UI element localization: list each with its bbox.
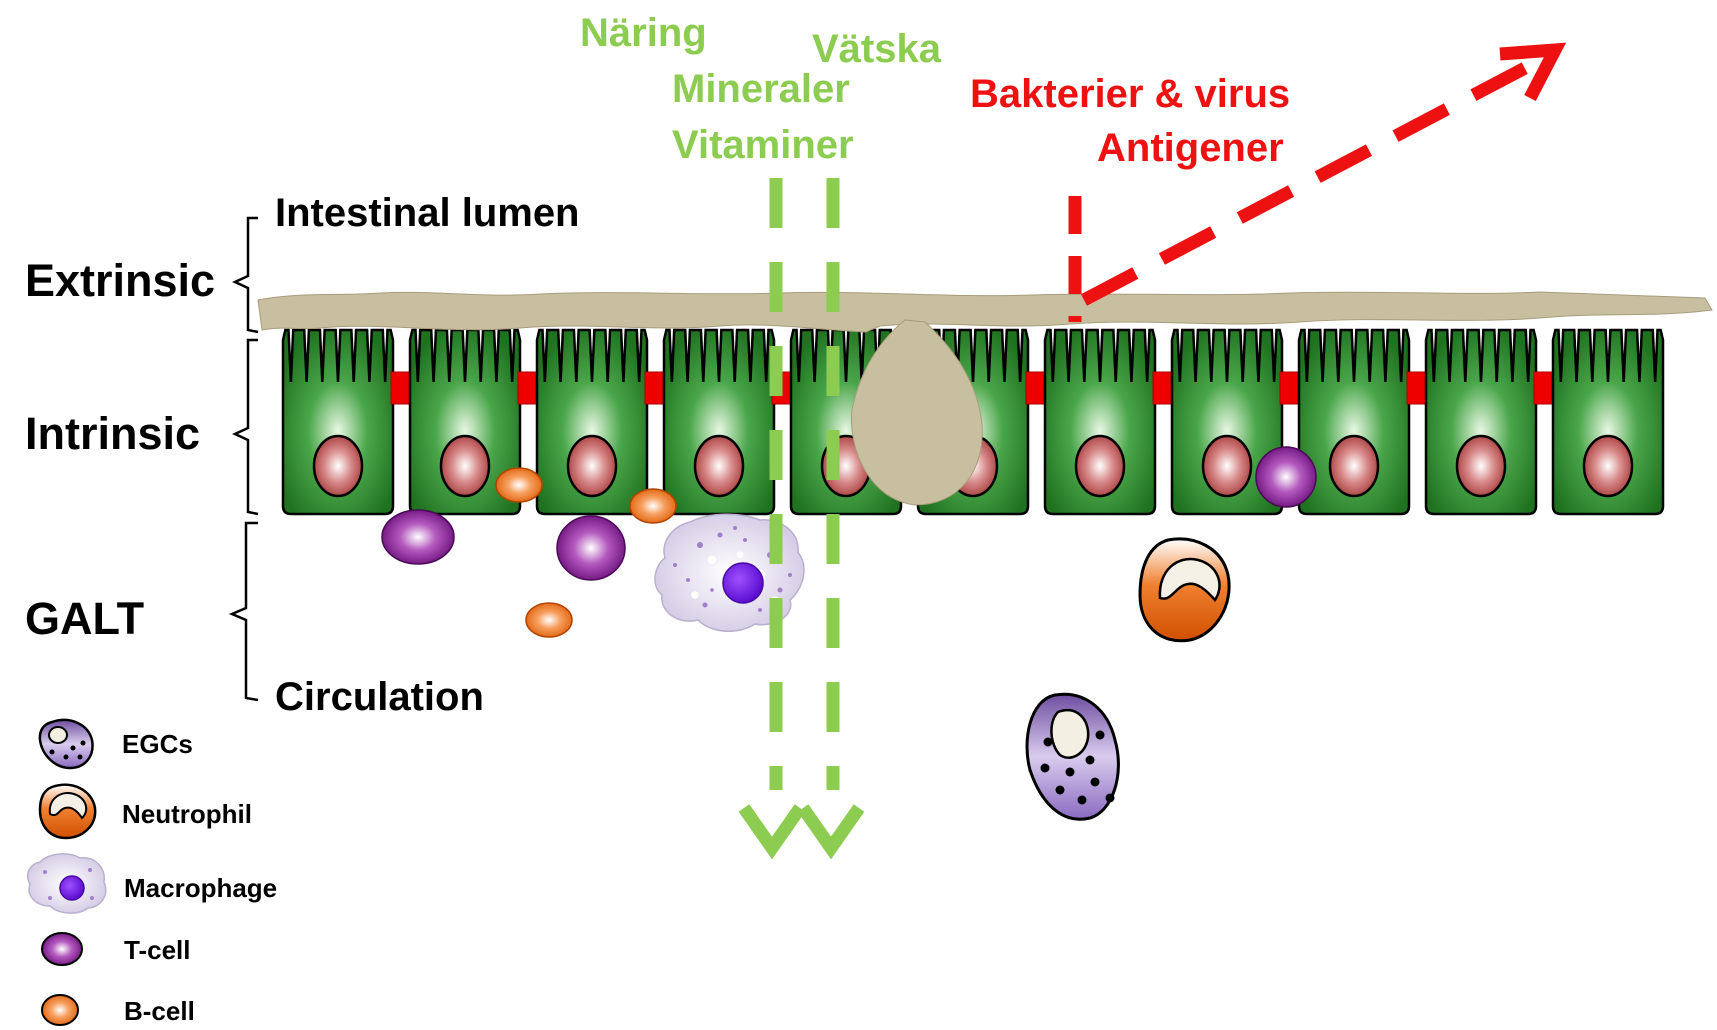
neutrophil-icon bbox=[40, 785, 95, 838]
brace-intrinsic bbox=[235, 340, 258, 514]
legend: EGCs Neutrophil Macrophage T-cell B-cell bbox=[28, 720, 278, 1026]
t-cell bbox=[1256, 447, 1316, 507]
label-naring: Näring bbox=[580, 11, 707, 55]
legend-label: EGCs bbox=[122, 729, 193, 759]
t-cell-icon bbox=[42, 933, 82, 965]
label-vatska: Vätska bbox=[812, 27, 942, 71]
cell-nucleus bbox=[1330, 436, 1378, 496]
neutrophil bbox=[1140, 539, 1229, 641]
cell-nucleus bbox=[1076, 436, 1124, 496]
cell-nucleus bbox=[568, 436, 616, 496]
egc-icon bbox=[40, 720, 93, 768]
legend-label: T-cell bbox=[124, 935, 190, 965]
label-antigener: Antigener bbox=[1097, 126, 1284, 170]
cell-nucleus bbox=[695, 436, 743, 496]
b-cell-icon bbox=[42, 995, 78, 1025]
cell-nucleus bbox=[1457, 436, 1505, 496]
label-intrinsic: Intrinsic bbox=[25, 408, 200, 459]
legend-label: Neutrophil bbox=[122, 799, 252, 829]
macrophage-icon bbox=[28, 854, 106, 913]
label-intestinal-lumen: Intestinal lumen bbox=[275, 191, 580, 235]
legend-label: Macrophage bbox=[124, 873, 277, 903]
label-galt: GALT bbox=[25, 593, 144, 644]
enteric-glial-cell bbox=[1027, 694, 1118, 819]
b-cell bbox=[496, 468, 542, 502]
b-cell bbox=[526, 603, 572, 637]
cell-nucleus bbox=[1203, 436, 1251, 496]
b-cell bbox=[630, 489, 676, 523]
cell-nucleus bbox=[314, 436, 362, 496]
label-extrinsic: Extrinsic bbox=[25, 255, 215, 306]
cell-nucleus bbox=[1584, 436, 1632, 496]
brace-extrinsic bbox=[235, 218, 258, 332]
label-bakterier: Bakterier & virus bbox=[970, 72, 1290, 116]
label-circulation: Circulation bbox=[275, 675, 484, 719]
cell-nucleus bbox=[441, 436, 489, 496]
brace-galt bbox=[232, 523, 258, 700]
t-cell bbox=[382, 510, 454, 564]
mucus-layer bbox=[258, 292, 1712, 332]
label-mineraler: Mineraler bbox=[672, 67, 850, 111]
t-cell bbox=[557, 516, 625, 580]
legend-label: B-cell bbox=[124, 996, 195, 1026]
label-vitaminer: Vitaminer bbox=[672, 123, 854, 167]
